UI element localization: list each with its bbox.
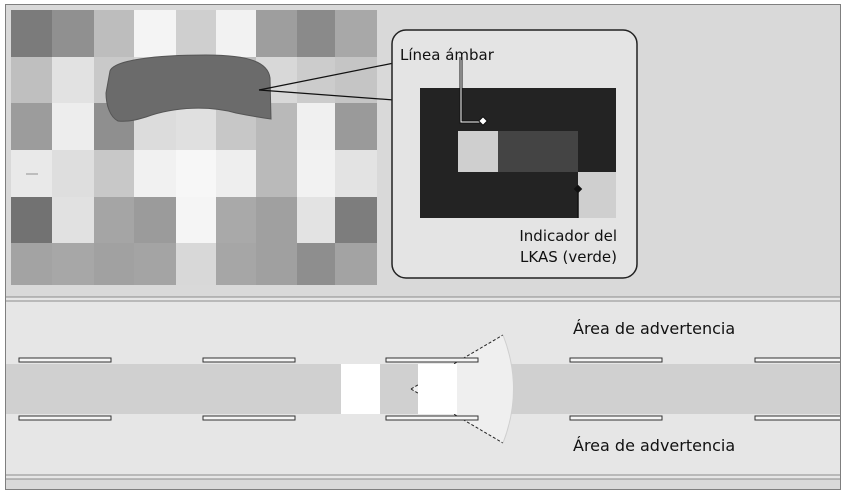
lkas-indicator-label-line1: Indicador del (519, 227, 617, 245)
lane-block-left (341, 364, 380, 414)
diagram-frame: Línea ámbar Indicador del LKAS (verde) (5, 4, 841, 490)
display-segment-dark (498, 131, 578, 172)
amber-line-label: Línea ámbar (400, 46, 495, 64)
display-segment-light (458, 131, 498, 172)
detection-zone (411, 335, 514, 443)
lane-markings-bottom (18, 415, 840, 421)
warning-area-bottom-label: Área de advertencia (573, 436, 735, 455)
callout-leader-top (258, 62, 395, 91)
mosaic-photo (11, 10, 377, 285)
callout-leader-bottom (258, 89, 395, 101)
instrument-display-shape (105, 54, 272, 122)
road-diagram: Área de advertencia Área de advertencia (6, 296, 840, 480)
warning-area-top-label: Área de advertencia (573, 319, 735, 338)
lane-markings-top (18, 357, 840, 363)
lkas-diagram: Línea ámbar Indicador del LKAS (verde) (6, 10, 840, 480)
lkas-indicator-box (578, 172, 616, 218)
lkas-indicator-label-line2: LKAS (verde) (520, 248, 617, 266)
lane-block-right (418, 364, 457, 414)
callout-box: Línea ámbar Indicador del LKAS (verde) (391, 29, 638, 279)
